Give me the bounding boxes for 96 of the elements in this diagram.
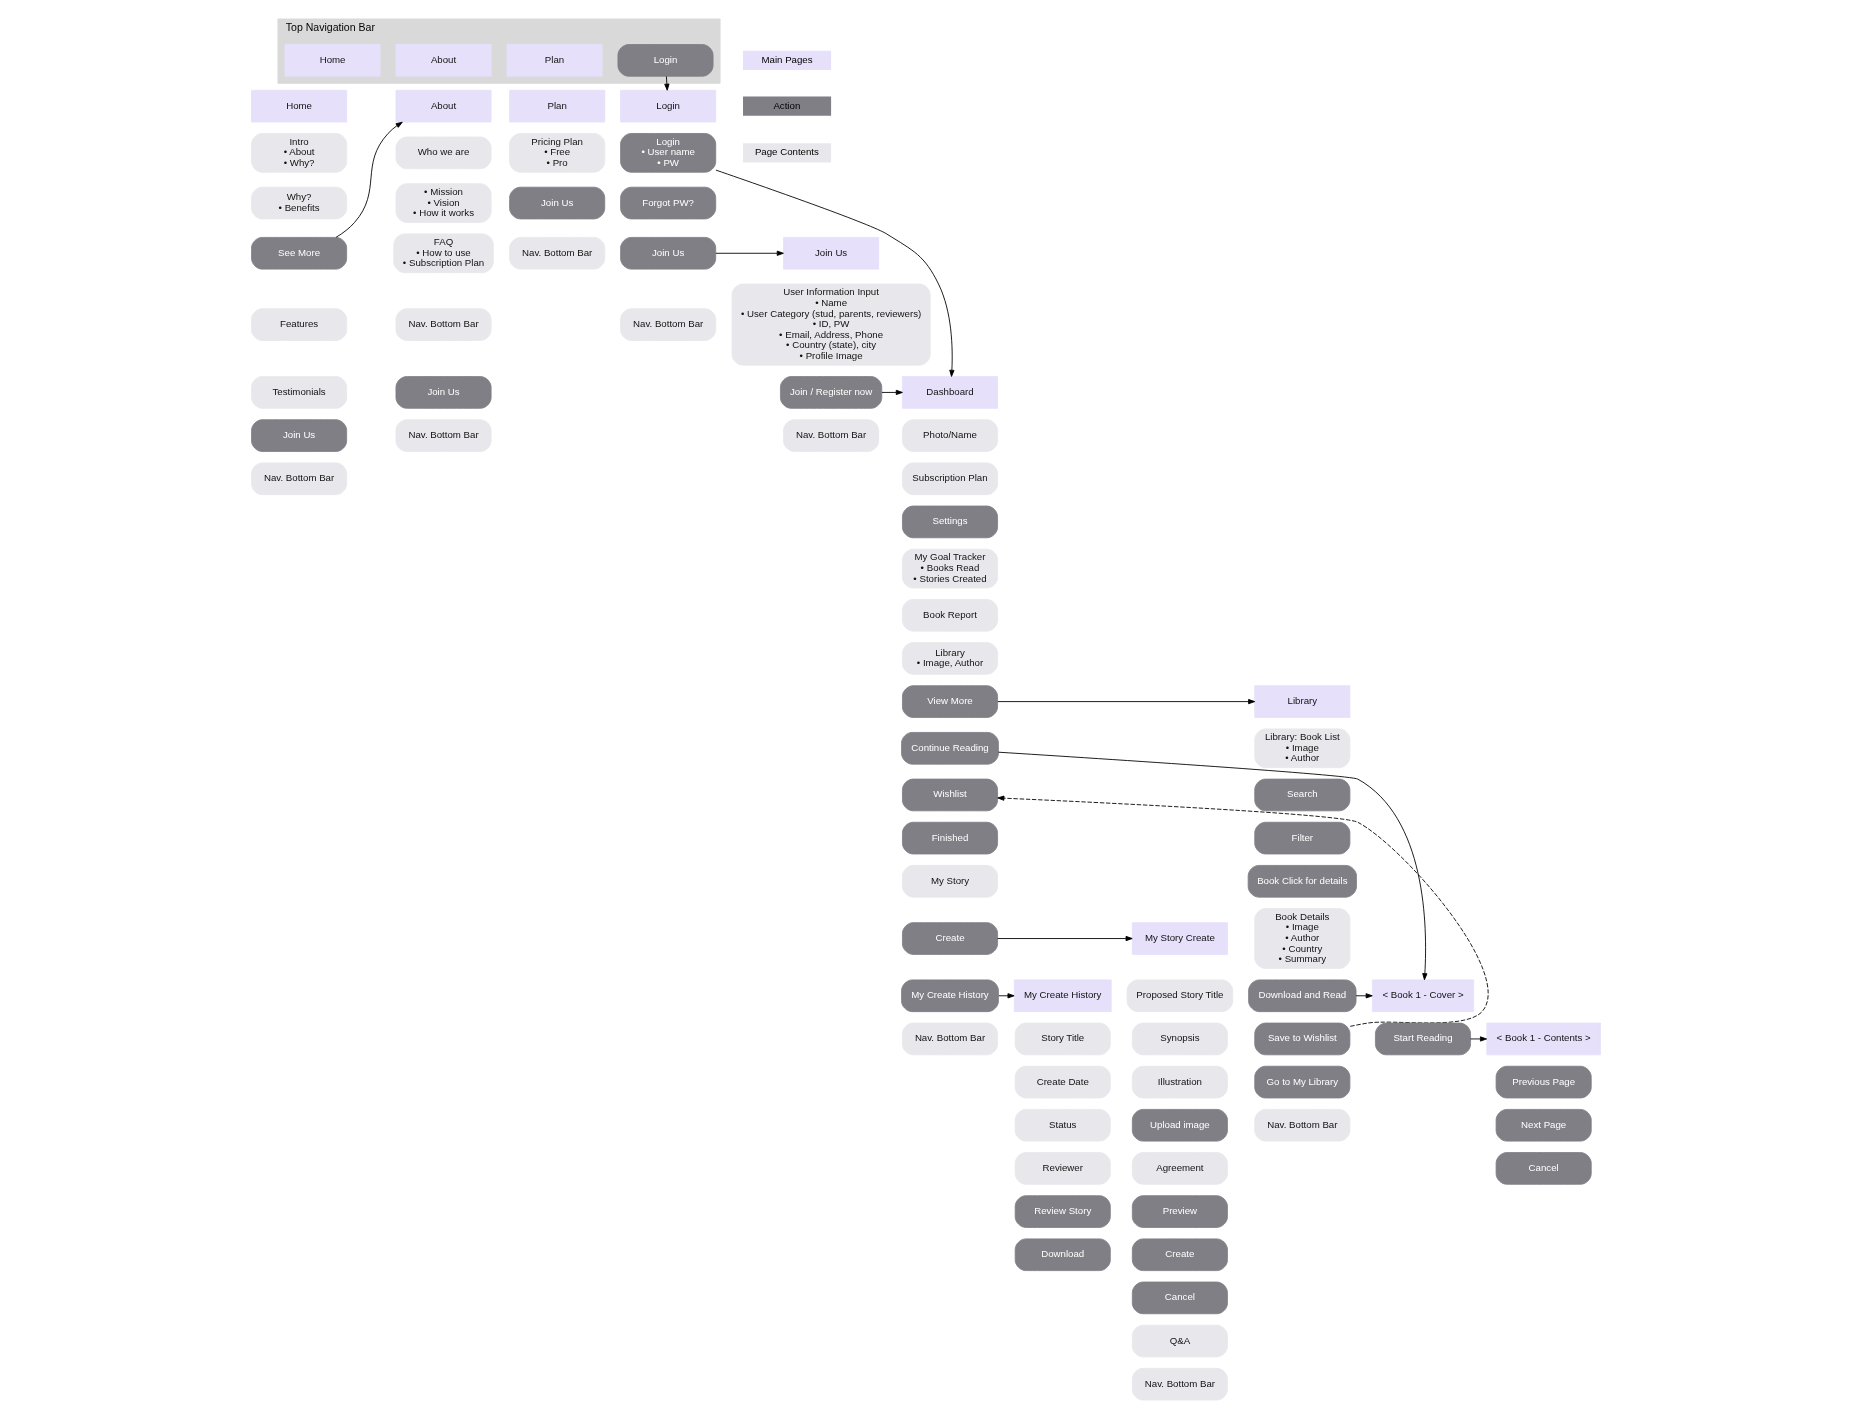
node-box: Features xyxy=(251,308,348,341)
node-box: Dashboard xyxy=(902,376,998,409)
node-box: See More xyxy=(251,236,348,270)
arrow xyxy=(998,993,1015,999)
node-box: Create Date xyxy=(1014,1065,1111,1099)
node-box: Login xyxy=(620,89,717,123)
node-box: Preview xyxy=(1131,1195,1228,1228)
node-box: View More xyxy=(902,685,998,718)
node-box: Pricing Plan • Free • Pro xyxy=(509,133,606,173)
node-box: Finished xyxy=(902,821,998,855)
node-box: Home xyxy=(284,44,381,77)
node-box: Join Us xyxy=(251,419,348,452)
node-box: Book Details • Image • Author • Country • Summary xyxy=(1254,908,1351,969)
arrow xyxy=(1470,1036,1488,1042)
node-box: Join Us xyxy=(509,186,606,220)
node-box: Login • User name • PW xyxy=(620,133,717,173)
node-box: Reviewer xyxy=(1014,1152,1111,1185)
node-box: Login xyxy=(617,44,714,77)
node-box: Cancel xyxy=(1495,1152,1592,1185)
node-box: Nav. Bottom Bar xyxy=(783,419,880,452)
node-box: Nav. Bottom Bar xyxy=(902,1022,998,1056)
node-box: Photo/Name xyxy=(902,419,998,452)
node-box: Home xyxy=(251,89,348,123)
node-box: Synopsis xyxy=(1131,1022,1228,1056)
arrow xyxy=(997,935,1133,942)
node-box: Book Report xyxy=(902,598,998,632)
node-box: Book Click for details xyxy=(1247,865,1357,898)
legend-label: Page Contents xyxy=(754,146,819,158)
node-box: Nav. Bottom Bar xyxy=(620,308,717,341)
node-box: Illustration xyxy=(1131,1065,1228,1099)
node-box: Download and Read xyxy=(1248,979,1357,1013)
node-box: Who we are xyxy=(395,136,492,170)
node-box: Join Us xyxy=(620,236,717,270)
arrow xyxy=(997,795,1489,1027)
node-box: About xyxy=(395,89,492,123)
node-box: Nav. Bottom Bar xyxy=(1254,1108,1351,1142)
node-box: < Book 1 - Contents > xyxy=(1486,1022,1601,1056)
node-box: Cancel xyxy=(1131,1281,1228,1315)
arrow xyxy=(715,169,955,377)
node-box: Status xyxy=(1014,1108,1111,1142)
node-box: < Book 1 - Cover > xyxy=(1371,979,1475,1013)
node-box: Upload image xyxy=(1131,1108,1228,1142)
arrow xyxy=(998,751,1428,981)
node-box: Search xyxy=(1254,778,1351,812)
node-box: Create xyxy=(1131,1238,1228,1272)
node-box: User Information Input • Name • User Category (stud, parents, reviewers) • ID, PW • Email, Address, Phone • Country (state), city • Profile Image xyxy=(731,283,931,366)
arrow xyxy=(997,699,1256,705)
node-box: Wishlist xyxy=(902,778,998,812)
node-box: Download xyxy=(1014,1238,1111,1272)
node-box: Join Us xyxy=(783,236,880,270)
node-box: Library: Book List • Image • Author xyxy=(1254,728,1351,769)
node-box: Review Story xyxy=(1014,1195,1111,1228)
node-box: Nav. Bottom Bar xyxy=(395,308,492,341)
node-box: Subscription Plan xyxy=(902,462,998,496)
node-box: Story Title xyxy=(1014,1022,1111,1056)
node-box: FAQ • How to use • Subscription Plan xyxy=(393,233,494,274)
node-box: About xyxy=(395,44,492,77)
node-box: Next Page xyxy=(1495,1108,1592,1142)
node-box: Plan xyxy=(509,89,606,123)
node-box: Continue Reading xyxy=(901,731,999,765)
node-box: Library xyxy=(1254,685,1351,718)
arrow xyxy=(664,75,670,91)
node-box: • Mission • Vision • How it works xyxy=(395,183,492,223)
node-box: My Goal Tracker • Books Read • Stories Created xyxy=(902,548,998,589)
node-box: My Story xyxy=(902,865,998,898)
node-box: Nav. Bottom Bar xyxy=(395,419,492,452)
node-box: My Create History xyxy=(1013,979,1112,1013)
node-box: Previous Page xyxy=(1495,1065,1592,1099)
arrow xyxy=(1355,993,1373,999)
node-box: Start Reading xyxy=(1375,1022,1471,1056)
node-box: Q&A xyxy=(1131,1324,1228,1358)
legend-label: Action xyxy=(773,99,801,111)
node-box: My Create History xyxy=(901,979,999,1013)
node-box: Join / Register now xyxy=(780,376,883,409)
node-box: Nav. Bottom Bar xyxy=(1131,1367,1228,1401)
legend-label: Main Pages xyxy=(761,53,813,65)
node-box: My Story Create xyxy=(1131,922,1228,955)
node-box: Why? • Benefits xyxy=(251,186,348,220)
node-box: Forgot PW? xyxy=(620,186,717,220)
node-box: Settings xyxy=(902,505,998,539)
node-box: Save to Wishlist xyxy=(1254,1022,1351,1056)
arrow xyxy=(881,389,903,396)
node-box: Plan xyxy=(506,44,603,77)
node-box: Join Us xyxy=(395,376,492,409)
node-box: Proposed Story Title xyxy=(1126,979,1234,1013)
arrow xyxy=(715,250,784,256)
node-box: Go to My Library xyxy=(1254,1065,1351,1099)
node-box: Nav. Bottom Bar xyxy=(251,462,348,496)
node-box: Nav. Bottom Bar xyxy=(509,236,606,270)
arrow xyxy=(335,121,403,238)
node-box: Filter xyxy=(1254,821,1351,855)
node-box: Intro • About • Why? xyxy=(251,133,348,173)
node-box: Library • Image, Author xyxy=(902,642,998,675)
node-box: Create xyxy=(902,922,998,955)
node-box: Agreement xyxy=(1131,1152,1228,1185)
node-box: Testimonials xyxy=(251,376,348,409)
